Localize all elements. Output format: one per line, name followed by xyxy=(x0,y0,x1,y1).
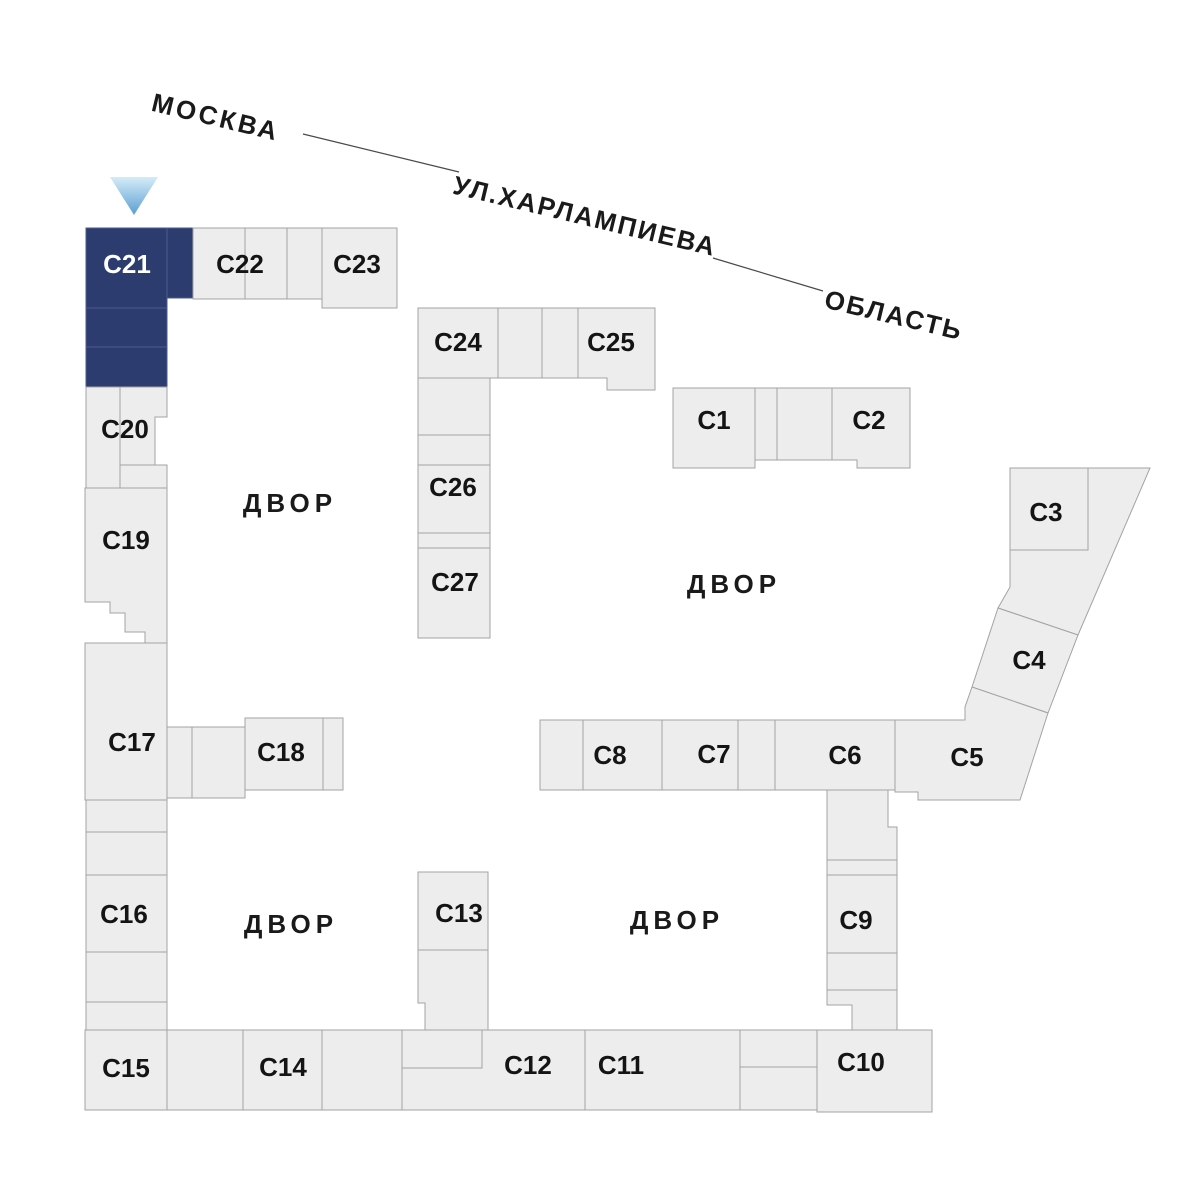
building-C14-section[interactable] xyxy=(242,1029,323,1111)
building-C3-section[interactable] xyxy=(1009,467,1089,551)
building-C18-section[interactable] xyxy=(322,717,344,791)
building-C21-section[interactable] xyxy=(85,307,168,348)
building-C26-section[interactable] xyxy=(417,464,491,534)
building-C27-section[interactable] xyxy=(417,532,491,549)
building-C17-section[interactable] xyxy=(84,642,168,801)
street-label-moscow: МОСКВА xyxy=(149,87,283,147)
building-C6-section[interactable] xyxy=(774,719,896,791)
street-label-oblast: ОБЛАСТЬ xyxy=(822,284,966,346)
building-C25-section[interactable] xyxy=(577,307,656,391)
building-C3-section[interactable] xyxy=(997,467,1151,636)
building-C15-section[interactable] xyxy=(166,1029,244,1111)
building-C22-section[interactable] xyxy=(244,227,288,300)
building-C20-section[interactable] xyxy=(119,386,168,466)
building-C26-section[interactable] xyxy=(417,434,491,466)
courtyard-label: ДВОР xyxy=(243,488,337,518)
building-C2-section[interactable] xyxy=(776,387,833,461)
building-C9-section[interactable] xyxy=(826,989,898,1031)
building-C16-section[interactable] xyxy=(85,1001,168,1031)
building-C9-section[interactable] xyxy=(826,874,898,954)
building-C22-section[interactable] xyxy=(192,227,246,300)
building-C17-section[interactable] xyxy=(191,726,246,799)
building-C19-section[interactable] xyxy=(84,487,168,644)
building-C21-section[interactable] xyxy=(85,346,168,388)
building-C16-section[interactable] xyxy=(85,874,168,953)
building-C21-section[interactable] xyxy=(166,227,194,299)
building-C10-section[interactable] xyxy=(739,1029,818,1068)
courtyard-label: ДВОР xyxy=(687,569,781,599)
building-C2-section[interactable] xyxy=(831,387,911,469)
marker-layer xyxy=(110,177,158,215)
building-C6-section[interactable] xyxy=(826,859,898,876)
street-connector-line xyxy=(712,257,824,292)
selected-building-marker xyxy=(110,177,158,215)
courtyard-label: ДВОР xyxy=(630,905,724,935)
building-C16-section[interactable] xyxy=(85,951,168,1003)
courtyard-label: ДВОР xyxy=(244,909,338,939)
building-C25-section[interactable] xyxy=(497,307,543,379)
building-C16-section[interactable] xyxy=(85,799,168,833)
building-C17-section[interactable] xyxy=(166,726,193,799)
building-C6-section[interactable] xyxy=(826,789,898,861)
street-labels-layer: МОСКВА УЛ.ХАРЛАМПИЕВА ОБЛАСТЬ xyxy=(149,87,966,346)
building-C27-section[interactable] xyxy=(417,547,491,639)
building-C1-section[interactable] xyxy=(754,387,778,461)
building-C24-section[interactable] xyxy=(417,307,499,379)
building-C22-section[interactable] xyxy=(286,227,323,300)
building-C10-section[interactable] xyxy=(739,1066,818,1111)
building-C20-section[interactable] xyxy=(85,386,121,489)
building-C13-section[interactable] xyxy=(417,949,489,1031)
building-C7-section[interactable] xyxy=(737,719,776,791)
building-C8-section[interactable] xyxy=(582,719,663,791)
building-C24-section[interactable] xyxy=(417,377,491,436)
building-C7-section[interactable] xyxy=(661,719,739,791)
building-C10-section[interactable] xyxy=(816,1029,933,1113)
building-C21-section[interactable] xyxy=(85,227,168,309)
building-C13-section[interactable] xyxy=(417,871,489,951)
building-C14-section[interactable] xyxy=(321,1029,403,1111)
building-C9-section[interactable] xyxy=(826,952,898,991)
building-C25-section[interactable] xyxy=(541,307,579,379)
courtyard-labels-layer: ДВОР ДВОР ДВОР ДВОР xyxy=(243,488,781,939)
building-C23-section[interactable] xyxy=(321,227,398,309)
building-C15-section[interactable] xyxy=(84,1029,168,1111)
street-label-street: УЛ.ХАРЛАМПИЕВА xyxy=(450,170,720,262)
building-C18-section[interactable] xyxy=(244,717,324,791)
building-C20-section[interactable] xyxy=(119,464,168,489)
building-C8-section[interactable] xyxy=(539,719,584,791)
building-C5-section[interactable] xyxy=(894,686,1049,801)
building-C11-section[interactable] xyxy=(584,1029,741,1111)
building-C16-section[interactable] xyxy=(85,831,168,876)
street-connector-line xyxy=(302,133,460,173)
buildings-layer xyxy=(84,227,1151,1113)
building-C12-section[interactable] xyxy=(401,1029,483,1069)
building-C1-section[interactable] xyxy=(672,387,756,469)
